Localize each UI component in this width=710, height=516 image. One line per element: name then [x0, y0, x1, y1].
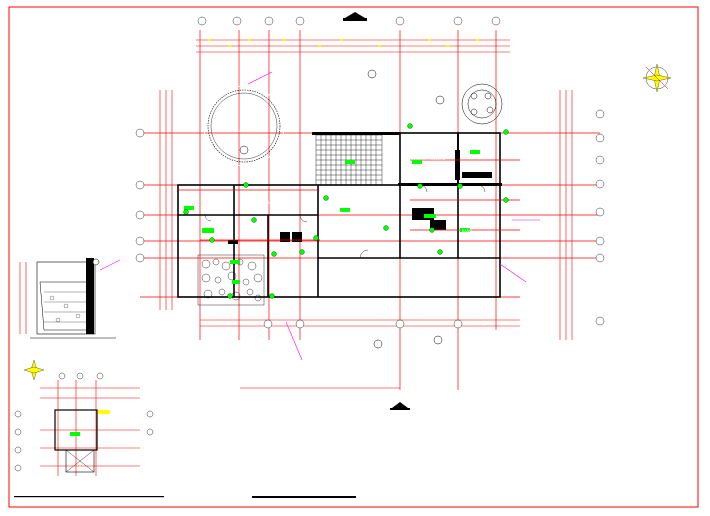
leader-lines: [99, 71, 540, 361]
terrace-label-2: TERRAZA: [319, 109, 336, 113]
grid-bubbles-right: [595, 109, 605, 326]
terrace-label: SALA DE ESTAR: [336, 367, 363, 371]
room-tags: [184, 150, 480, 284]
detail-panel-frame: [9, 353, 169, 506]
grid-bubbles-left: [135, 128, 145, 263]
living-label: SALA: [340, 211, 350, 215]
bottom-scale-small: ESC: [252, 500, 259, 504]
spa-label: SPA: [206, 217, 213, 221]
road-curbs: [129, 110, 641, 493]
road-label-2: CALLE 2: [232, 368, 249, 376]
drawing-title: PLANTA ARQUITECTONICA SEMISOTANO: [14, 490, 126, 496]
dimension-lines-right: [559, 90, 573, 340]
walls-red: [178, 159, 520, 241]
grid-bubbles-bottom: [263, 319, 463, 329]
detail-plan: [14, 359, 154, 476]
dimension-lines-left: [159, 90, 173, 310]
north-arrow-icon: [642, 63, 672, 93]
pool-label: PISCINA: [232, 129, 246, 133]
street-left-label: CALLE LA MESA: [78, 147, 84, 190]
grid-bubbles-top: [197, 16, 501, 26]
bath-label: BAÑO: [462, 228, 472, 233]
site-boundary: [87, 57, 667, 493]
stair-blocks: [280, 220, 446, 242]
compass-small-icon: [23, 359, 45, 381]
detail-scale: 1 : 75: [148, 500, 158, 504]
dining-label: COMEDOR: [326, 285, 344, 289]
kitchen-label: COCINA: [366, 285, 380, 289]
fixture-icons: [183, 123, 509, 299]
sheet-frame: [8, 6, 699, 508]
detail-section: [19, 258, 116, 339]
dimension-lines-bottom: [200, 319, 520, 389]
section-marks: [239, 12, 445, 410]
round-garden: [461, 83, 503, 125]
garage-label: GARAJE: [522, 175, 535, 179]
bottom-scale: 1 : 75: [340, 500, 350, 504]
bedroom-label: DORMITORIO PRINCIPAL: [404, 157, 445, 161]
dimension-ticks-top: [208, 39, 479, 47]
title-underline: [14, 496, 164, 498]
service-label: SERVICIO: [256, 201, 272, 205]
bottom-title-bar: [252, 496, 356, 498]
stone-garden: [197, 254, 265, 306]
pool: [203, 85, 285, 167]
patio-label: PATIO: [186, 271, 196, 275]
